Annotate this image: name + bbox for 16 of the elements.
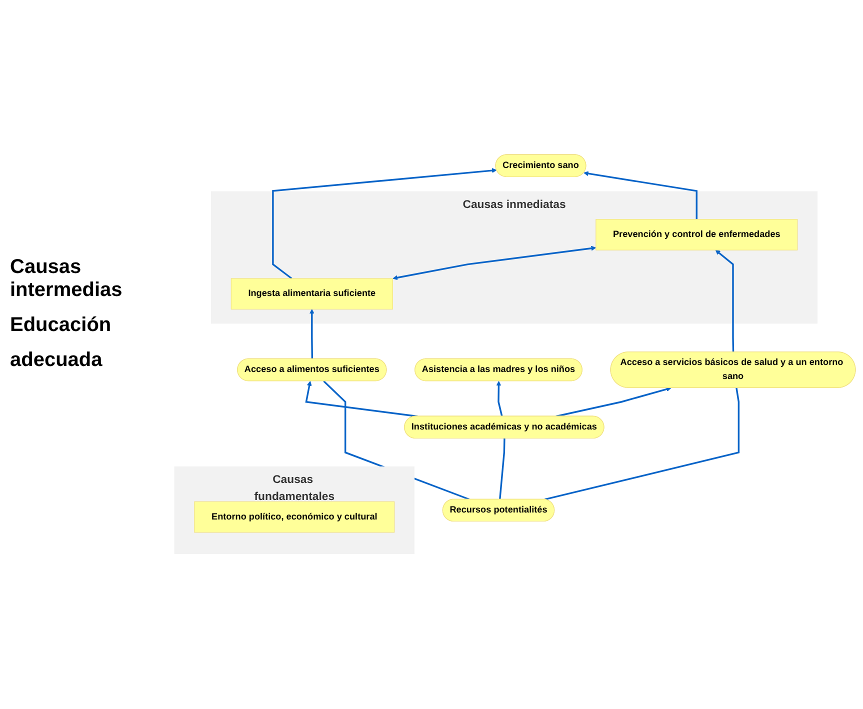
arrow [584,171,698,220]
label-text: adecuada [10,349,102,372]
node-box: Prevención y control de enfermedades [596,219,798,251]
label-text: Causas intermedias [10,256,124,302]
arrow [556,387,672,418]
connector [544,388,740,501]
arrow [392,246,596,280]
connector [499,438,506,500]
node-box: Ingesta alimentaria suficiente [230,278,393,310]
node-box: Entorno político, económico y cultural [194,502,395,534]
arrow [305,381,418,418]
arrow [496,381,503,417]
label-text: Educación [10,314,112,337]
arrow [309,309,314,360]
arrow [715,250,734,353]
arrow [272,168,497,280]
